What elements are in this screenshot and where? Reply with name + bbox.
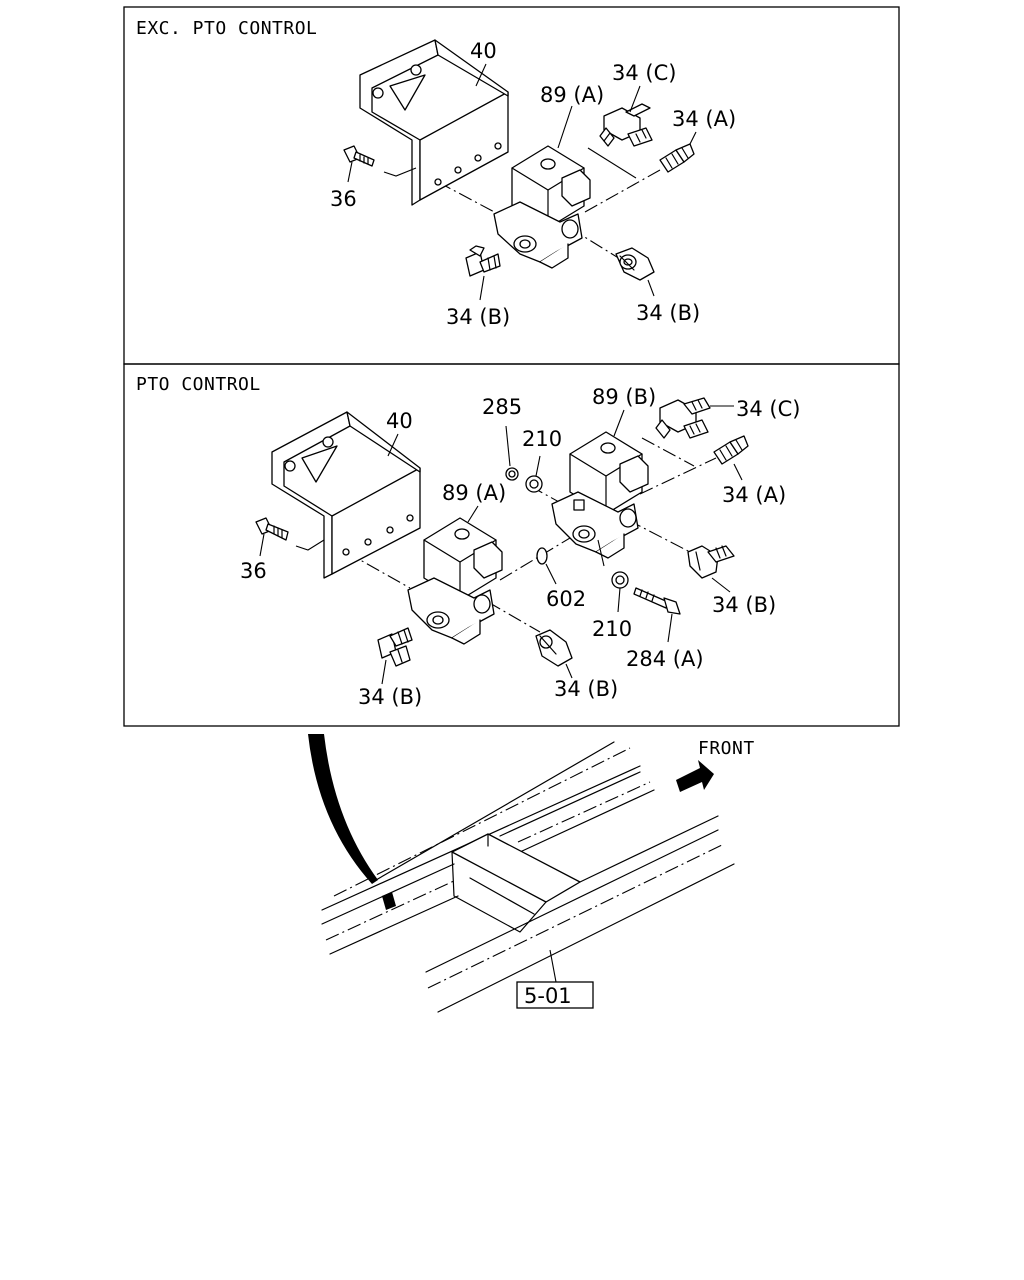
- pto-assembly: 40 89 (B) 34 (C) 285 210 34 (A) 89 (A) 3…: [240, 385, 800, 709]
- exc-label-40: 40: [470, 39, 497, 63]
- front-label: FRONT: [698, 738, 755, 759]
- exc-leader-89a: [557, 105, 573, 149]
- exc-valve-89a: [493, 145, 591, 269]
- exc-label-34b-left: 34 (B): [446, 305, 510, 329]
- pto-label-34a: 34 (A): [722, 483, 786, 507]
- pto-valve-89a: [407, 517, 503, 645]
- exc-elbow-left-34b: [465, 245, 501, 301]
- pto-bolt-284a: [633, 587, 681, 643]
- exc-tee-guide: [587, 147, 637, 179]
- pto-oring-602: [536, 547, 557, 585]
- reference-label: 5-01: [524, 984, 572, 1008]
- pto-centerline-b-b: [627, 519, 691, 553]
- pto-panel-frame: [123, 363, 900, 727]
- pto-label-210-bottom: 210: [592, 617, 632, 641]
- pto-straight-34a: [713, 435, 749, 481]
- pto-elbow-left-34b: [377, 627, 413, 685]
- exc-leader-34c: [629, 85, 641, 113]
- pto-centerline-a: [499, 531, 581, 581]
- pto-elbow-right-34b: [687, 545, 735, 593]
- pto-centerline-mid: [487, 601, 541, 633]
- exc-elbow-right-34b: [615, 247, 655, 297]
- exc-label-34a: 34 (A): [672, 107, 736, 131]
- pto-label-40: 40: [386, 409, 413, 433]
- pto-tee-34c: [655, 397, 734, 439]
- pto-elbow-mid-34b: [535, 629, 573, 679]
- pto-label-284a: 284 (A): [626, 647, 704, 671]
- pto-leader-89a: [467, 505, 479, 523]
- exc-label-34b-right: 34 (B): [636, 301, 700, 325]
- pto-plug-285: [505, 425, 519, 481]
- exc-straight-34a: [659, 131, 697, 173]
- pto-centerline-b-a: [639, 457, 717, 495]
- pto-label-210-top: 210: [522, 427, 562, 451]
- exc-bolt-36: [343, 145, 417, 183]
- pto-washer-210-bottom: [597, 539, 629, 613]
- exc-pto-panel-title: EXC. PTO CONTROL: [136, 18, 317, 39]
- exc-centerline-bolt: [437, 181, 501, 216]
- pto-label-34b-left: 34 (B): [358, 685, 422, 709]
- exc-leader-40: [475, 63, 487, 87]
- exc-label-36: 36: [330, 187, 357, 211]
- pto-label-89a: 89 (A): [442, 481, 506, 505]
- pto-label-285: 285: [482, 395, 522, 419]
- pto-leader-89b: [613, 409, 625, 437]
- exc-label-34c: 34 (C): [612, 61, 676, 85]
- pto-label-34c: 34 (C): [736, 397, 800, 421]
- pto-valve-89b: [551, 431, 649, 559]
- front-arrow-icon: [676, 760, 714, 792]
- location-pointer: [308, 734, 378, 884]
- pto-leader-40: [387, 433, 399, 457]
- pto-label-34b-mid: 34 (B): [554, 677, 618, 701]
- pto-label-34b-right: 34 (B): [712, 593, 776, 617]
- pto-panel-title: PTO CONTROL: [136, 374, 261, 395]
- reference-box: [516, 981, 594, 1009]
- exc-pto-assembly: 40 89 (A) 34 (C) 34 (A) 36 34 (B) 34 (B): [330, 39, 736, 329]
- pto-centerline-tee: [641, 437, 695, 467]
- pto-bolt-36: [255, 517, 325, 557]
- pto-label-602: 602: [546, 587, 586, 611]
- chassis-frame: FRONT 5-01: [308, 734, 755, 1013]
- exc-centerline-a: [584, 169, 661, 213]
- exc-tee-34c: [599, 103, 653, 147]
- pto-label-36: 36: [240, 559, 267, 583]
- exc-bracket-40: [359, 39, 509, 206]
- pto-label-89b: 89 (B): [592, 385, 656, 409]
- exc-label-89a: 89 (A): [540, 83, 604, 107]
- pto-bracket-40: [271, 411, 421, 579]
- pto-washer-210-top: [525, 455, 543, 493]
